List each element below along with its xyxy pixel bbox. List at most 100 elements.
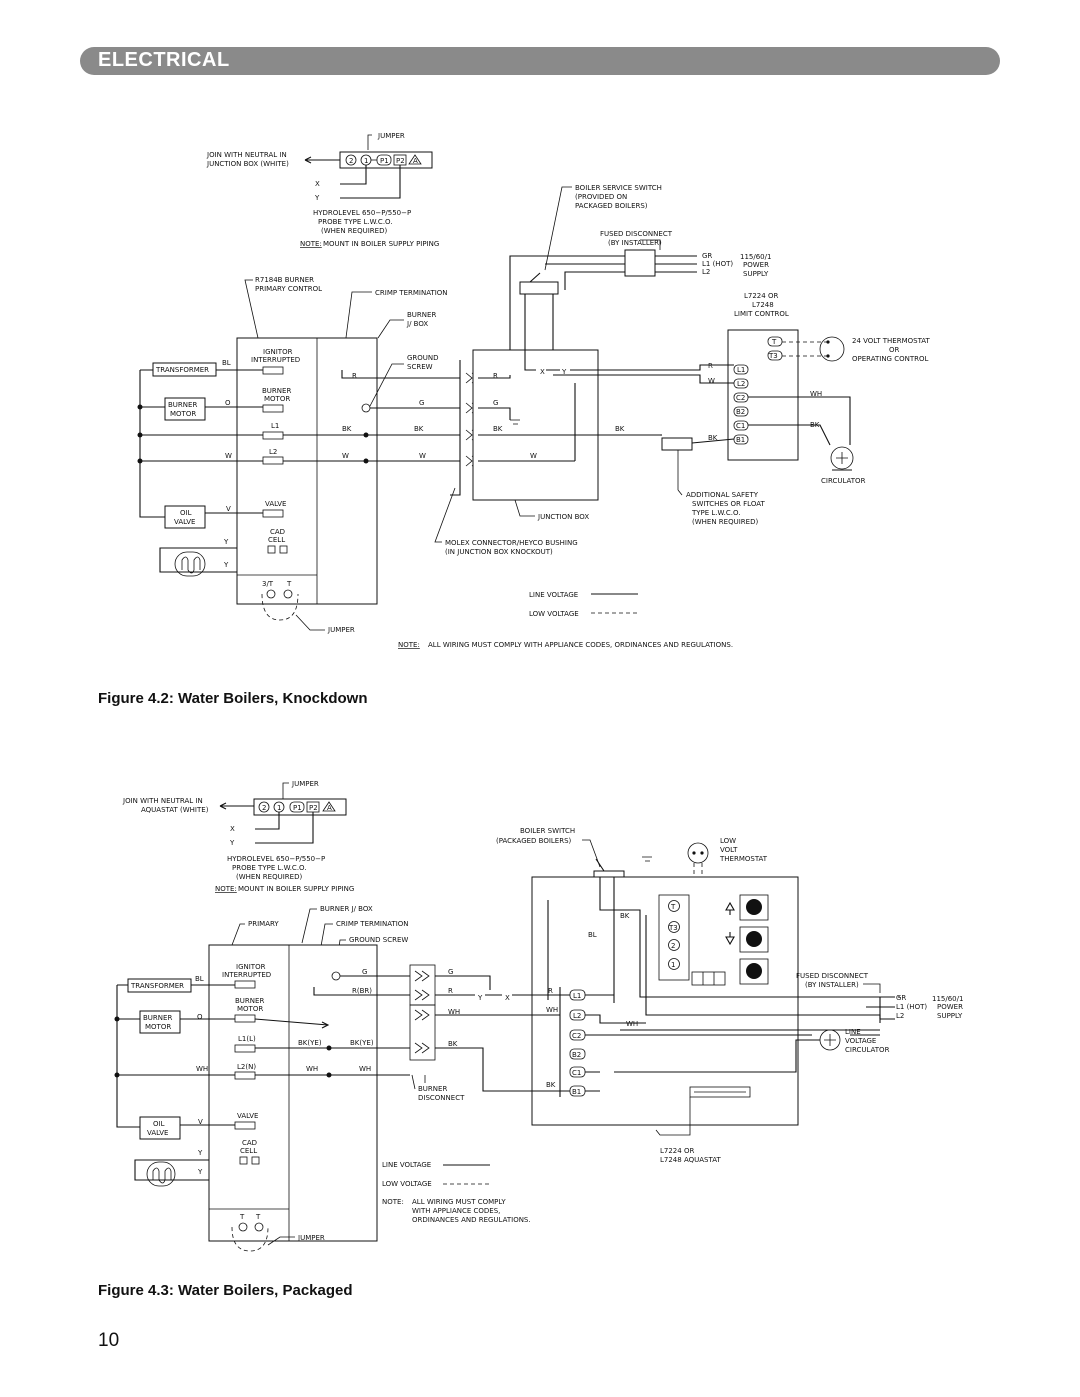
diagram-label: L1 (HOT) (702, 260, 733, 268)
diagram-wire-or-shape (137, 432, 143, 438)
diagram-wire-or-shape (411, 1074, 416, 1090)
diagram-wire-or-shape (529, 272, 541, 283)
diagram-wire-or-shape (582, 839, 601, 868)
diagram-label: THERMOSTAT (719, 855, 768, 863)
burner-primary-control (236, 337, 378, 605)
diagram-label: BK (342, 425, 352, 433)
diagram-label: R(BR) (352, 987, 372, 995)
diagram-label: CRIMP TERMINATION (375, 289, 448, 297)
diagram-label: R (352, 372, 357, 380)
diagram-wire-or-shape (209, 945, 290, 1241)
diagram-label: T3 (768, 352, 778, 360)
diagram-label: FUSED DISCONNECT (600, 230, 673, 238)
diagram-label: IGNITOR (263, 348, 293, 356)
packaged-boiler-enclosure (531, 876, 799, 1126)
diagram-label: BK (615, 425, 625, 433)
diagram-wire-or-shape (691, 438, 735, 444)
diagram-wire-or-shape (322, 801, 336, 812)
diagram-label: GR (702, 252, 712, 260)
diagram-wire-or-shape (544, 186, 572, 271)
diagram-wire-or-shape (282, 782, 289, 800)
low-volt-thermostat (687, 842, 709, 864)
diagram-wire-or-shape (434, 487, 456, 543)
diagram-label: POWER (743, 261, 769, 269)
diagram-label: AQUASTAT (WHITE) (141, 806, 209, 814)
diagram-label: X (505, 994, 510, 1002)
diagram-label: GROUND SCREW (349, 936, 408, 944)
diagram-label: NOTE: (382, 1198, 404, 1206)
diagram-wire-or-shape (478, 375, 660, 462)
diagram-wire-or-shape (700, 851, 704, 855)
diagram-label: P1 (380, 157, 389, 165)
label-junction-box-white: JUNCTION BOX (WHITE) (206, 160, 289, 168)
diagram-label: BURNER (168, 401, 197, 409)
diagram-wire-or-shape (863, 983, 881, 993)
diagram-label: BURNER (143, 1014, 172, 1022)
diagram-label: PRIMARY CONTROL (255, 285, 322, 293)
junction-box (472, 349, 599, 501)
label-lwco-model: HYDROLEVEL 650−P/550−P (313, 209, 411, 217)
diagram-label: (PROVIDED ON (575, 193, 627, 201)
diagram-label: JUMPER (327, 626, 355, 634)
diagram-wire-or-shape (134, 1159, 209, 1181)
diagram-wire-or-shape (181, 556, 201, 574)
diagram-label: L7224 OR (660, 1147, 694, 1155)
diagram-wire-or-shape (367, 134, 372, 150)
diagram-wire-or-shape (782, 341, 830, 357)
diagram-label: IGNITOR (236, 963, 266, 971)
diagram-label: VALVE (174, 518, 195, 526)
diagram-wire-or-shape (739, 894, 769, 921)
diagram-label: BK(YE) (298, 1039, 322, 1047)
section-title: ELECTRICAL (98, 49, 230, 71)
diagram-wire-or-shape (262, 404, 284, 413)
diagram-label: BL (588, 931, 597, 939)
diagram-label: V (198, 1118, 203, 1126)
diagram-wire-or-shape (691, 971, 726, 986)
diagram-label: BK(YE) (350, 1039, 374, 1047)
boiler-switch (593, 870, 625, 878)
diagram-label: W (419, 452, 426, 460)
diagram-label: T (239, 1213, 245, 1221)
fused-disconnect (624, 249, 656, 277)
diagram-wire-or-shape (642, 856, 652, 862)
diagram-wire-or-shape (655, 255, 697, 273)
figure-knockdown-diagram: JUMPER JOIN WITH NEUTRAL IN JUNCTION BOX… (0, 120, 1080, 660)
figure-caption-knockdown: Figure 4.2: Water Boilers, Knockdown (98, 690, 368, 707)
diagram-label: CELL (240, 1147, 257, 1155)
diagram-label: PROBE TYPE L.W.C.O. (318, 218, 393, 226)
diagram-label: LIMIT CONTROL (734, 310, 789, 318)
diagram-label: TRANSFORMER (155, 366, 209, 374)
diagram-wire-or-shape (363, 432, 369, 438)
diagram-wire-or-shape (408, 154, 422, 165)
additional-safety-switch (661, 437, 693, 451)
diagram-wire-or-shape (369, 363, 404, 407)
diagram-wire-or-shape (238, 1222, 248, 1232)
diagram-wire-or-shape (509, 255, 625, 375)
diagram-label: NOTE: (398, 641, 420, 649)
diagram-wire-or-shape (702, 972, 715, 985)
diagram-label: MOUNT IN BOILER SUPPLY PIPING (238, 885, 354, 893)
diagram-label: 2 (349, 157, 353, 165)
diagram-wire-or-shape (219, 802, 227, 810)
diagram-wire-or-shape (239, 1156, 248, 1165)
diagram-wire-or-shape (767, 336, 783, 347)
diagram-wire-or-shape (266, 589, 276, 599)
diagram-label: CIRCULATOR (845, 1046, 890, 1054)
diagram-label: BK (414, 425, 424, 433)
diagram-label: HYDROLEVEL 650−P/550−P (227, 855, 325, 863)
diagram-label: T (771, 338, 777, 346)
diagram-wire-or-shape (668, 939, 680, 951)
diagram-label: (IN JUNCTION BOX KNOCKOUT) (445, 548, 553, 556)
figure-caption-packaged: Figure 4.3: Water Boilers, Packaged (98, 1282, 353, 1299)
diagram-label: VALVE (237, 1112, 258, 1120)
diagram-label: WITH APPLIANCE CODES, (412, 1207, 500, 1215)
diagram-label: OR (889, 346, 900, 354)
diagram-label: BURNER J/ BOX (320, 905, 373, 913)
cad-cell (174, 551, 206, 577)
diagram-label: JOIN WITH NEUTRAL IN (122, 797, 203, 805)
diagram-label: V (226, 505, 231, 513)
diagram-label: PROBE TYPE L.W.C.O. (232, 864, 307, 872)
diagram-label: Y (314, 194, 320, 202)
diagram-label: Y (223, 561, 229, 569)
diagram-wire-or-shape (340, 165, 401, 199)
